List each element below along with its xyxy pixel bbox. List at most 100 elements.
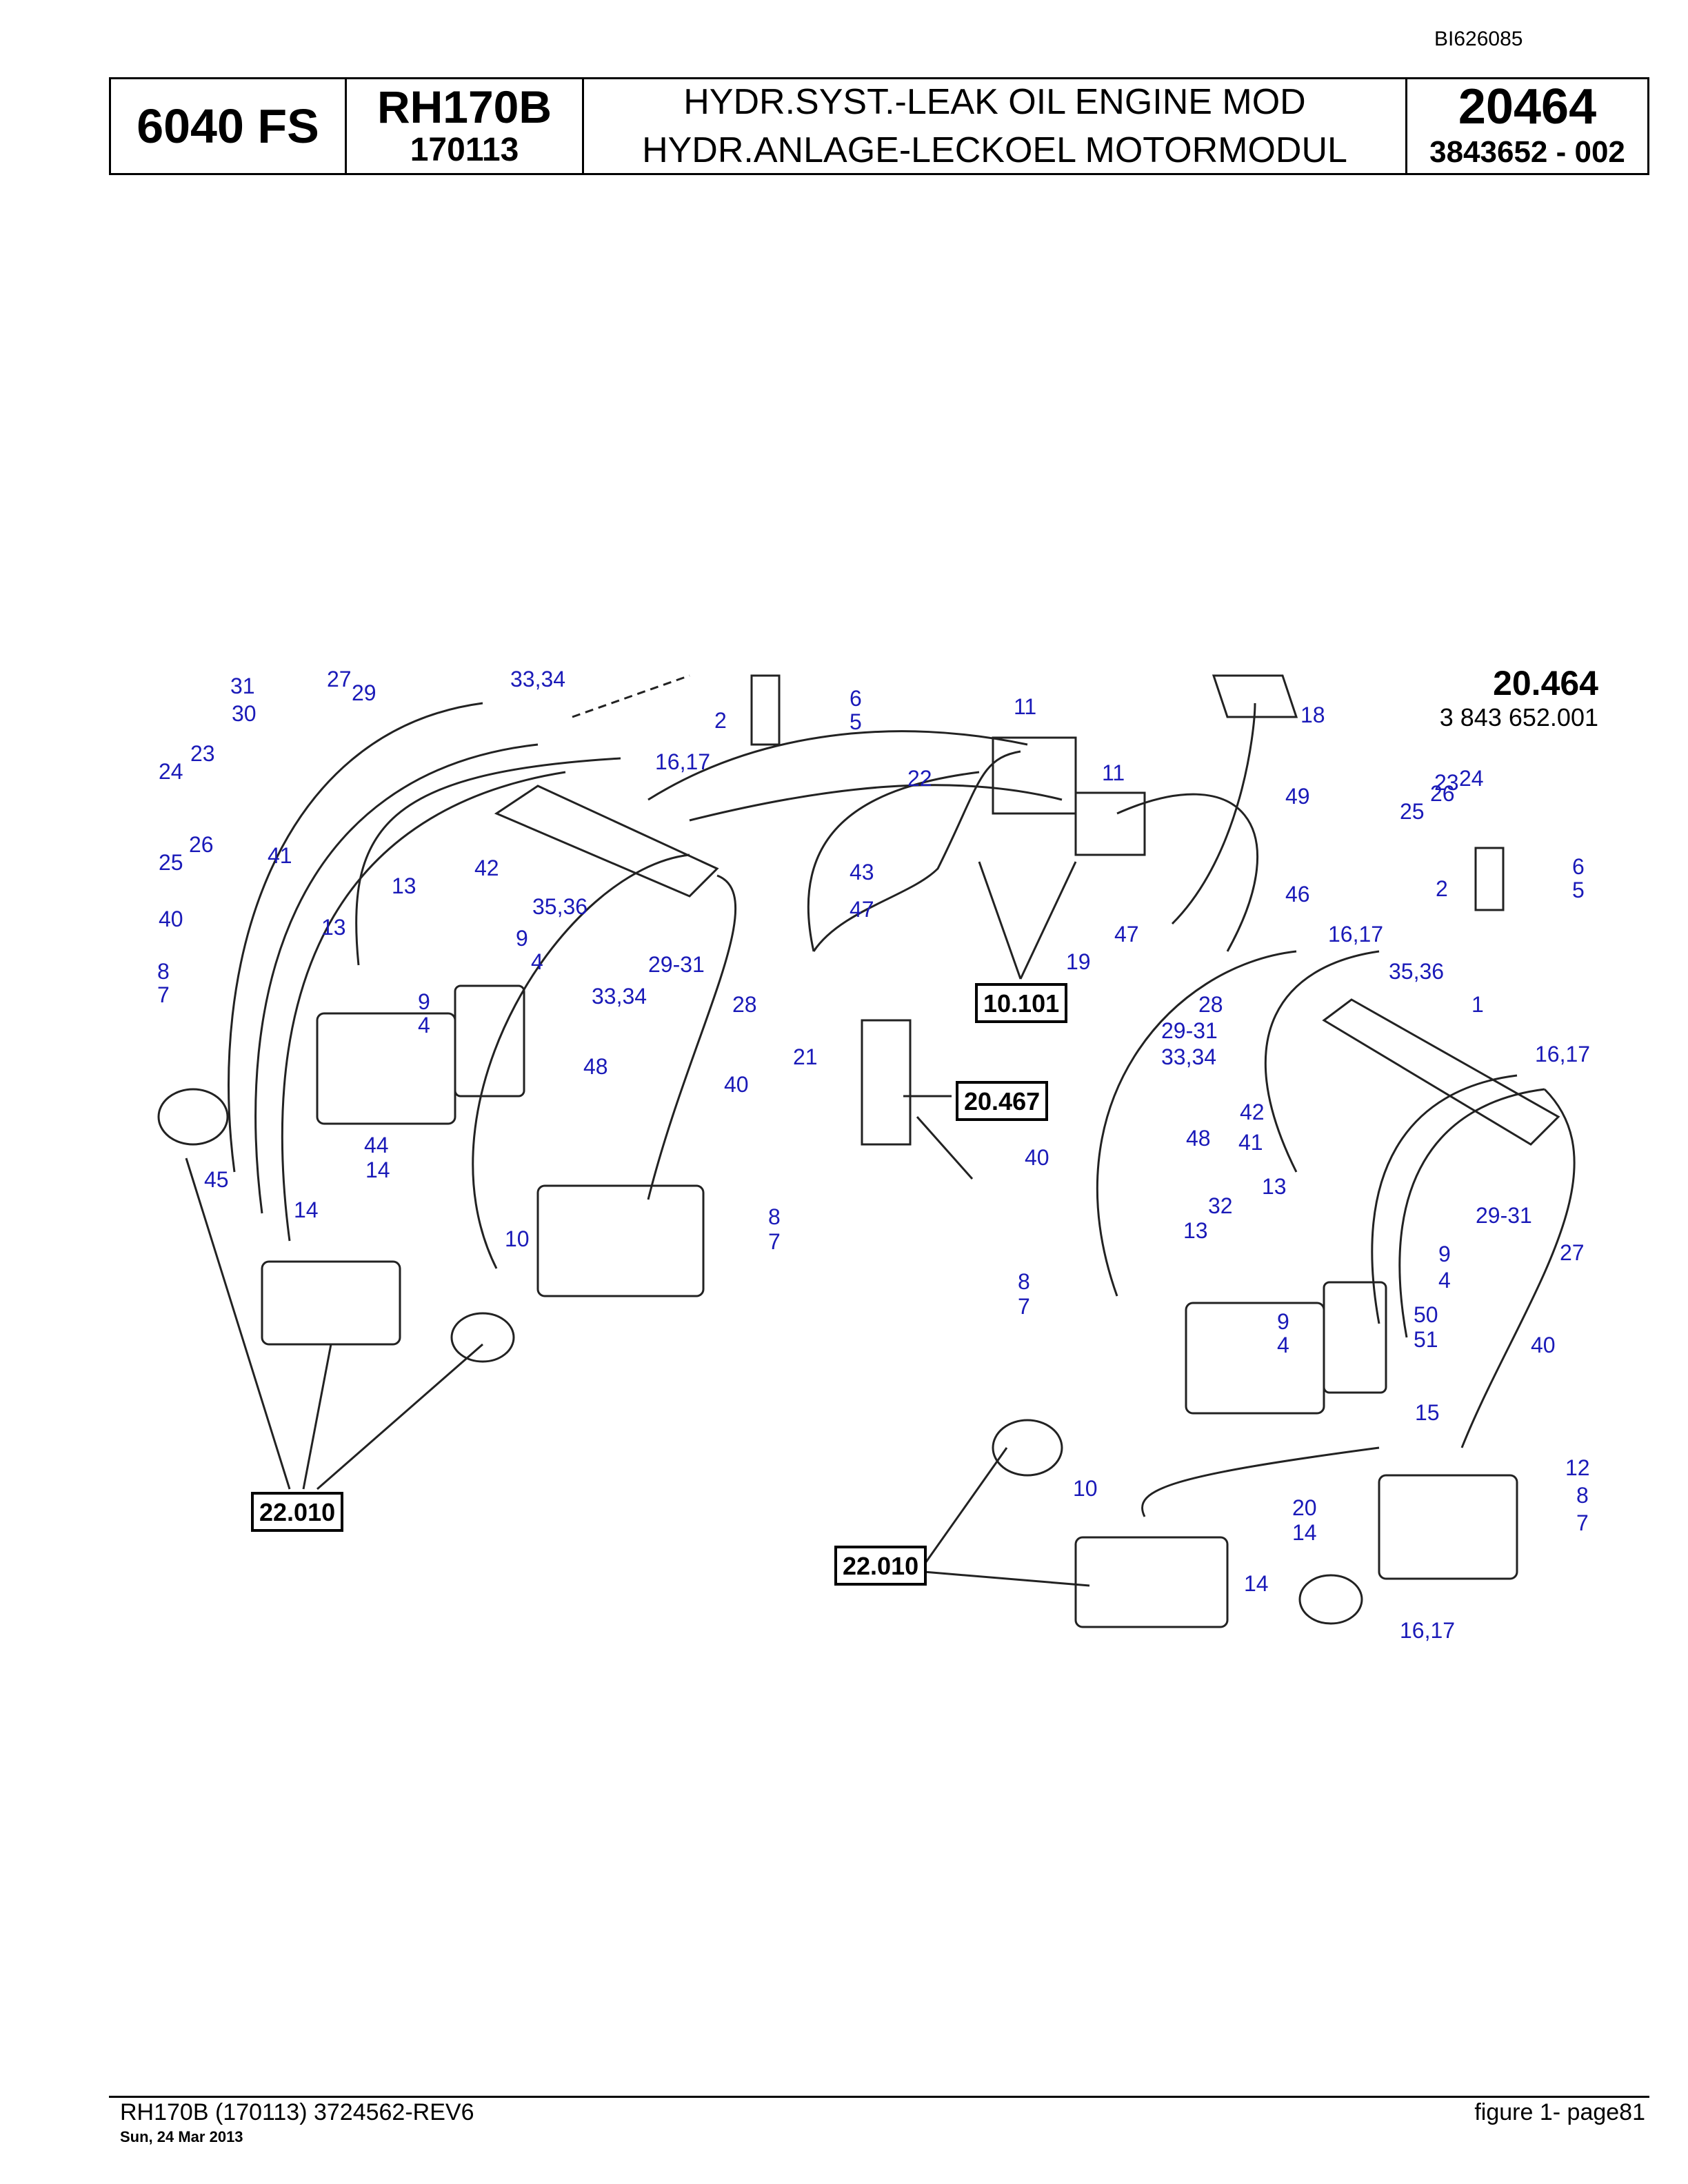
hose-43 [807, 771, 980, 952]
label-9-b: 9 [418, 989, 430, 1014]
label-44: 44 [364, 1133, 389, 1157]
label-29-31-b: 29-31 [1161, 1018, 1218, 1043]
machine-name: RH170B [376, 81, 552, 132]
label-24: 24 [159, 759, 183, 784]
label-41: 41 [268, 843, 292, 868]
ref-box-10101-frame [975, 983, 1067, 1023]
footer-page: figure 1- page81 [1474, 2099, 1645, 2125]
label-40-d: 40 [1531, 1333, 1556, 1357]
label-50: 50 [1414, 1302, 1438, 1327]
label-27: 27 [327, 667, 352, 691]
hose-40-far-right [1460, 1088, 1576, 1448]
bracket-2-right [1474, 847, 1505, 911]
label-19: 19 [1066, 949, 1091, 974]
label-42-b: 42 [1240, 1100, 1265, 1124]
label-45: 45 [204, 1167, 229, 1192]
leader-10101 [978, 861, 1022, 980]
label-5-b: 5 [1572, 878, 1585, 902]
label-16-17-e: 16,17 [1400, 1618, 1455, 1643]
hose-50 [1371, 1074, 1518, 1324]
model-name: 6040 FS [137, 99, 319, 153]
title-german: HYDR.ANLAGE-LECKOEL MOTORMODUL [642, 130, 1347, 170]
ref-box-10101[interactable]: 10.101 [983, 989, 1059, 1018]
label-43: 43 [850, 860, 874, 884]
pump-bottom-mid [1074, 1536, 1229, 1628]
label-10-b: 10 [1073, 1476, 1098, 1501]
label-23-b: 23 [1434, 770, 1459, 795]
label-33-34: 33,34 [592, 984, 647, 1009]
pump-left-end [454, 984, 525, 1098]
pump-bottom-right [1378, 1474, 1518, 1580]
label-31: 31 [230, 674, 255, 698]
label-40-c: 40 [1025, 1145, 1049, 1170]
label-22: 22 [907, 766, 932, 791]
title-cell: HYDR.SYST.-LEAK OIL ENGINE MOD HYDR.ANLA… [584, 79, 1407, 173]
ref-box-22010-left-frame [251, 1492, 343, 1532]
hose-42 [1264, 950, 1380, 1173]
label-47-b: 47 [1114, 922, 1139, 947]
bracket-20467 [861, 1019, 912, 1146]
pump-far-right-flange [1298, 1574, 1363, 1625]
part-number: 3843652 - 002 [1429, 135, 1625, 169]
label-13-c: 13 [1262, 1174, 1287, 1199]
leader-22010-a [185, 1157, 291, 1490]
label-30: 30 [232, 701, 257, 726]
label-26: 26 [189, 832, 214, 857]
label-8-b: 8 [768, 1204, 781, 1229]
hose-left-2 [254, 743, 539, 1214]
pump-left-body [316, 1012, 456, 1125]
leader-22010-d [923, 1447, 1008, 1566]
footer-doc-ref: RH170B (170113) 3724562-REV6 [120, 2099, 474, 2125]
label-20: 20 [1292, 1495, 1317, 1520]
label-40: 40 [159, 907, 183, 931]
label-28: 28 [732, 992, 757, 1017]
label-35-36-b: 35,36 [1389, 959, 1444, 984]
label-14: 14 [365, 1157, 390, 1182]
label-9: 9 [516, 926, 528, 951]
label-4-b: 4 [418, 1013, 430, 1038]
pump-bottom-left [261, 1260, 401, 1346]
serial-number: 170113 [410, 132, 519, 168]
hose-left-4 [355, 757, 621, 966]
document-id: BI626085 [1434, 28, 1523, 50]
pump-center [536, 1184, 705, 1297]
leader-22010-e [923, 1570, 1090, 1587]
machine-cell: RH170B 170113 [347, 79, 584, 173]
figure-code: 20.464 3 843 652.001 [1440, 663, 1598, 732]
manifold-right [1322, 998, 1560, 1146]
plate-18 [1212, 674, 1298, 718]
label-35-36: 35,36 [532, 894, 587, 919]
leader-20467-b [916, 1116, 974, 1180]
label-14-d: 14 [1244, 1571, 1269, 1596]
label-27-b: 27 [1560, 1240, 1585, 1265]
ref-box-22010-right[interactable]: 22.010 [843, 1552, 918, 1580]
model-cell: 6040 FS [111, 79, 347, 173]
leader-10101-b [1019, 861, 1077, 980]
hose-top-2 [689, 784, 1063, 822]
ref-box-20467[interactable]: 20.467 [964, 1087, 1040, 1115]
label-8: 8 [157, 959, 170, 984]
label-29-31: 29-31 [648, 952, 705, 977]
label-11-b: 11 [1102, 760, 1125, 785]
ref-box-22010-left[interactable]: 22.010 [259, 1498, 335, 1526]
figure-part-ref: 3 843 652.001 [1439, 703, 1598, 731]
label-12: 12 [1565, 1455, 1590, 1480]
footer-date: Sun, 24 Mar 2013 [120, 2128, 243, 2145]
label-7-d: 7 [1576, 1510, 1589, 1535]
label-15: 15 [1415, 1400, 1440, 1425]
hose-47 [812, 750, 1021, 952]
pump-mid-flange [450, 1312, 515, 1363]
label-29-31-c: 29-31 [1476, 1203, 1532, 1228]
label-42: 42 [474, 856, 499, 880]
label-25-b: 25 [1400, 799, 1425, 824]
hose-left-3 [281, 771, 566, 1242]
label-41-b: 41 [1238, 1130, 1263, 1155]
label-14-c: 14 [1292, 1520, 1317, 1545]
hose-49 [1171, 702, 1256, 925]
label-24-b: 24 [1459, 766, 1484, 791]
label-49: 49 [1285, 784, 1310, 809]
ref-box-22010-right-frame [834, 1546, 927, 1586]
hose-left-1 [228, 702, 483, 1173]
label-10: 10 [505, 1226, 530, 1251]
